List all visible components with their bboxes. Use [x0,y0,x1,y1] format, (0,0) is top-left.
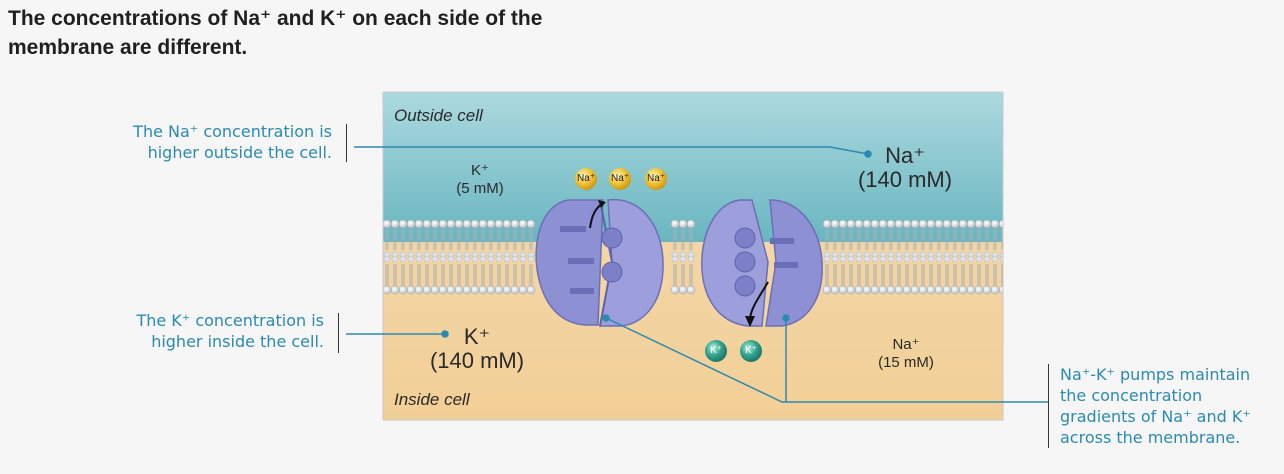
annotation-text: across the membrane. [1060,428,1241,447]
annotation-text: The K⁺ concentration is [136,311,324,330]
annotation-text: gradients of Na⁺ and K⁺ [1060,407,1251,426]
na-outside-label: Na⁺ (140 mM) [830,144,980,192]
annotation-text: The Na⁺ concentration is [133,122,332,141]
na-ball-label: Na⁺ [646,173,666,184]
na-ion-ball [575,168,597,190]
annotation-text: higher inside the cell. [151,332,324,351]
na-inside-ion: Na⁺ [892,336,920,353]
leader-lines [346,146,1048,403]
title-line-2: membrane are different. [8,36,248,59]
inside-cell-label: Inside cell [394,390,470,409]
title-line-1: The concentrations of Na⁺ and K⁺ on each… [8,7,543,30]
pump-2 [701,199,823,327]
k-outside-conc: (5 mM) [456,180,504,197]
k-ion-ball [740,340,762,362]
k-ball-label: K⁺ [745,345,757,356]
annotation-bar-pump [1048,364,1049,448]
figure-title: The concentrations of Na⁺ and K⁺ on each… [8,4,768,62]
na-ion-ball [609,168,631,190]
na-inside-conc: (15 mM) [878,354,934,371]
pump-1 [535,198,664,327]
k-ion-ball [705,340,727,362]
k-outside-ion: K⁺ [471,162,489,179]
cell-box [383,92,1003,420]
annotation-text: higher outside the cell. [147,143,332,162]
k-inside-ion: K⁺ [463,324,491,349]
na-ion-ball [645,168,667,190]
annotation-bar-k [338,313,339,353]
na-ball-label: Na⁺ [610,173,630,184]
k-ball-label: K⁺ [710,345,722,356]
annotation-bar-na [346,124,347,162]
annotation-k-inside: The K⁺ concentration is higher inside th… [82,310,324,352]
k-inside-conc: (140 mM) [429,348,525,373]
lipid-bilayer [383,219,1003,295]
na-inside-label: Na⁺ (15 mM) [866,336,946,372]
outside-cell-label: Outside cell [394,106,483,125]
k-inside-label: K⁺ (140 mM) [402,325,552,373]
na-outside-ion: Na⁺ [885,143,925,168]
k-outside-label: K⁺ (5 mM) [440,162,520,198]
annotation-text: the concentration [1060,386,1203,405]
na-outside-conc: (140 mM) [857,167,953,192]
na-ball-label: Na⁺ [576,173,596,184]
k-ion-group [705,340,762,362]
annotation-text: Na⁺-K⁺ pumps maintain [1060,365,1251,384]
annotation-na-outside: The Na⁺ concentration is higher outside … [82,121,332,163]
na-ion-group [575,168,667,190]
annotation-pump: Na⁺-K⁺ pumps maintain the concentration … [1060,364,1284,448]
